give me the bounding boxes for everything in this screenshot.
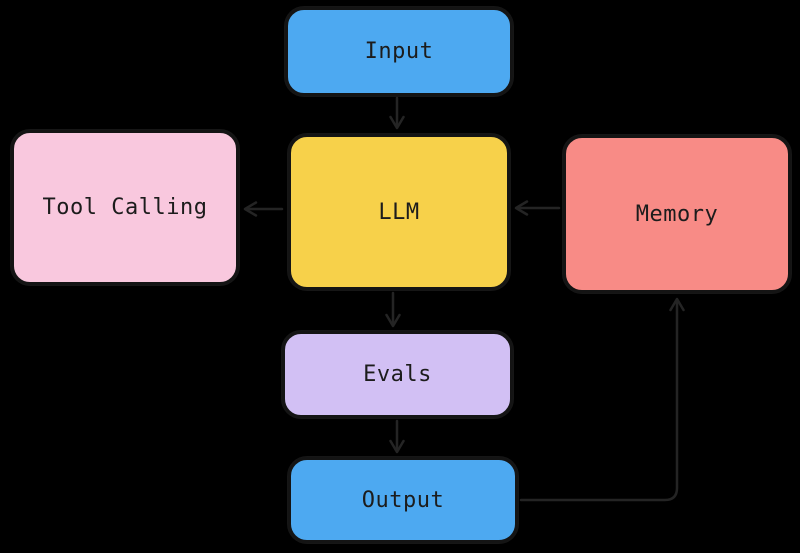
node-output-label: Output xyxy=(361,487,445,513)
node-tool-calling: Tool Calling xyxy=(11,130,239,285)
node-input: Input xyxy=(285,7,513,96)
node-output: Output xyxy=(288,457,518,543)
node-llm: LLM xyxy=(288,134,510,290)
node-memory: Memory xyxy=(563,135,791,293)
node-tool-calling-label: Tool Calling xyxy=(42,195,208,220)
node-evals-label: Evals xyxy=(363,362,432,387)
node-llm-label: LLM xyxy=(378,199,420,225)
node-evals: Evals xyxy=(282,331,513,418)
node-memory-label: Memory xyxy=(635,201,719,227)
node-input-label: Input xyxy=(364,39,434,64)
edge-output-to-memory xyxy=(519,297,685,502)
